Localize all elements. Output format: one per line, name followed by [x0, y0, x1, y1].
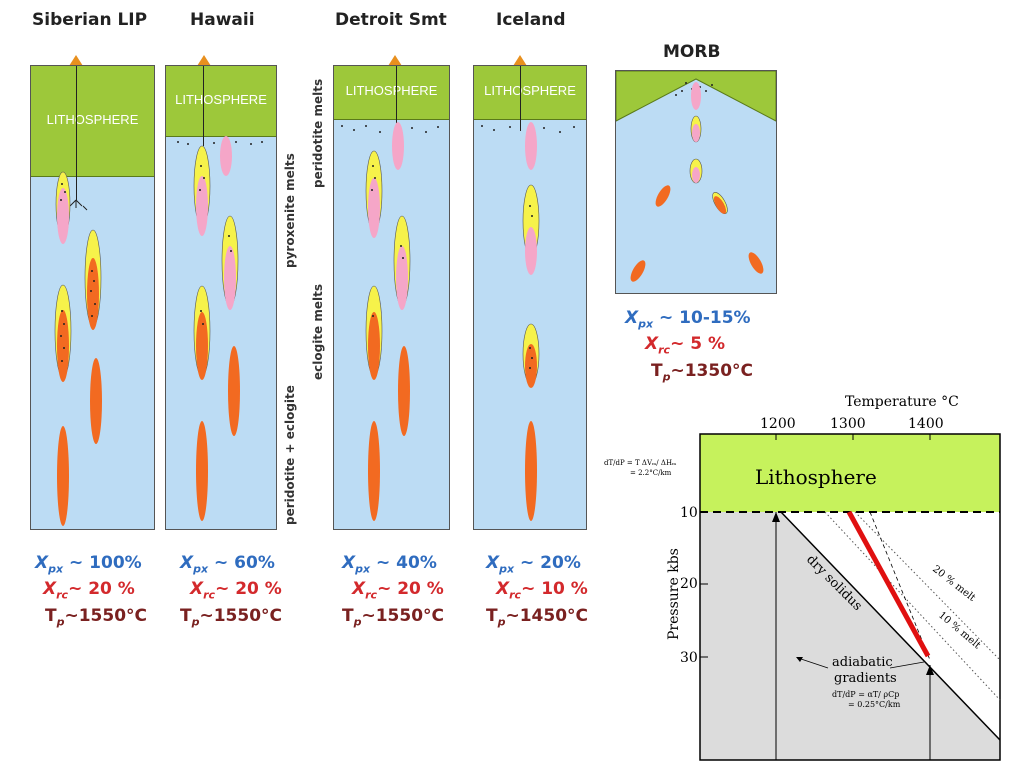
lithosphere-block: LITHOSPHERE: [166, 66, 276, 137]
t-tick-1200: 1200: [760, 416, 796, 432]
side-label-pyroxenite: pyroxenite melts: [283, 153, 297, 268]
params-siberian: Xpx ~ 100% Xrc~ 20 % Tp~1550°C: [35, 553, 148, 629]
melt-blobs-iceland: [481, 122, 575, 521]
lithosphere-block: LITHOSPHERE: [31, 66, 154, 177]
lithosphere-title: Lithosphere: [755, 465, 877, 489]
panel-title-morb: MORB: [663, 42, 721, 62]
side-label-peridotite-melts: peridotite melts: [311, 78, 325, 188]
melt-20-line: [854, 511, 1001, 661]
params-iceland: Xpx ~ 20% Xrc~ 10 % Tp~1450°C: [486, 553, 589, 629]
panel-title-siberian: Siberian LIP: [32, 10, 148, 30]
adiabatic-pointer-right: [889, 661, 925, 669]
panel-title-hawaii: Hawaii: [190, 10, 255, 30]
t-tick-1300: 1300: [830, 416, 866, 432]
adiabat-right-arrowhead: [926, 665, 934, 675]
melt-10-label: 10 % melt: [936, 610, 982, 651]
adiabatic-pointer-left: [797, 657, 829, 669]
lithosphere-label: LITHOSPHERE: [175, 92, 267, 107]
up-arrow-icon: [197, 55, 211, 66]
column-detroit: LITHOSPHERE: [333, 65, 450, 530]
lithosphere-label: LITHOSPHERE: [484, 83, 576, 98]
p-tick-10: 10: [680, 505, 698, 521]
p-tick-20: 20: [680, 576, 698, 592]
conduit-line: [520, 66, 521, 131]
lithosphere-zone: [700, 434, 1000, 512]
pressure-axis-label: Pressure kbs: [666, 548, 682, 640]
side-label-peridotite-eclogite: peridotite + eclogite: [283, 385, 297, 525]
conduit-line: [396, 66, 397, 131]
adiabat-left-arrowhead: [772, 512, 780, 522]
lithosphere-block: LITHOSPHERE: [334, 66, 449, 120]
params-hawaii: Xpx ~ 60% Xrc~ 20 % Tp~1550°C: [180, 553, 283, 629]
side-label-eclogite: eclogite melts: [311, 284, 325, 380]
mantle-zone: [700, 512, 1000, 760]
lithosphere-block: LITHOSPHERE: [474, 66, 586, 120]
melt-blobs-hawaii: [177, 136, 263, 521]
temperature-axis-label: Temperature °C: [845, 394, 959, 410]
adiabat-equation-1: dT/dP = αT/ ρCp: [832, 690, 899, 699]
panel-title-iceland: Iceland: [496, 10, 566, 30]
column-hawaii: LITHOSPHERE: [165, 65, 277, 530]
melt-20-label: 20 % melt: [930, 564, 977, 604]
adiabatic-label-1: adiabatic: [832, 655, 893, 670]
lithosphere-equation-1: dT/dP = T ΔVₘ/ ΔHₘ: [604, 459, 677, 467]
dry-solidus-line: [780, 511, 1001, 741]
params-morb: Xpx ~ 10-15% Xrc~ 5 % Tp~1350°C: [625, 308, 754, 384]
p-tick-30: 30: [680, 650, 698, 666]
up-arrow-icon: [388, 55, 402, 66]
lithosphere-label: LITHOSPHERE: [46, 112, 139, 127]
up-arrow-icon: [69, 55, 83, 66]
adiabatic-label-2: gradients: [834, 671, 897, 686]
morb-ridge: [616, 71, 776, 282]
up-arrow-icon: [513, 55, 527, 66]
params-detroit: Xpx ~ 40% Xrc~ 20 % Tp~1550°C: [342, 553, 445, 629]
conduit-line: [203, 66, 204, 146]
lithosphere-equation-2: = 2.2°C/km: [630, 469, 672, 477]
adiabat-equation-2: = 0.25°C/km: [848, 700, 901, 709]
melt-blobs-siberian: [54, 171, 102, 526]
melt-dashed-line: [869, 511, 931, 661]
column-iceland: LITHOSPHERE: [473, 65, 587, 530]
column-morb: [615, 70, 777, 294]
lithosphere-label: LITHOSPHERE: [345, 83, 438, 98]
solid-region: [700, 512, 1000, 760]
mantle-path-line: [846, 510, 931, 658]
adiabatic-pointer-left-head: [796, 657, 803, 662]
melt-blobs-detroit: [341, 122, 439, 521]
dry-solidus-label: dry solidus: [803, 552, 865, 614]
plot-frame: [699, 433, 1001, 761]
conduit-line: [76, 66, 77, 200]
column-siberian: LITHOSPHERE: [30, 65, 155, 530]
melt-10-line: [824, 511, 1001, 701]
panel-title-detroit: Detroit Smt: [335, 10, 447, 30]
t-tick-1400: 1400: [908, 416, 944, 432]
